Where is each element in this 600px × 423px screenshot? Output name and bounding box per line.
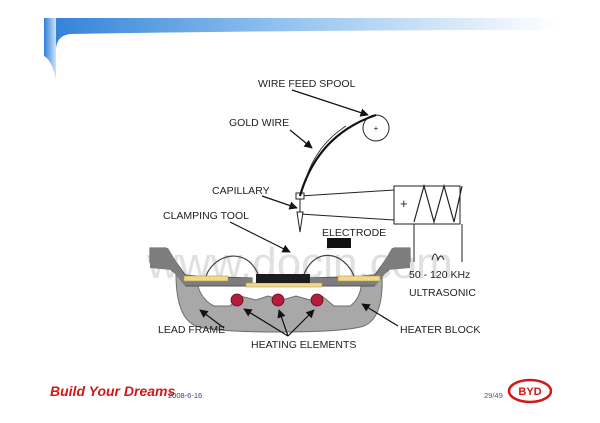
label-electrode: ELECTRODE — [322, 227, 386, 239]
footer-slogan: Build Your Dreams — [50, 383, 176, 399]
label-frequency: 50 - 120 KHz — [409, 269, 470, 281]
signal-leads — [413, 224, 463, 262]
label-capillary: CAPILLARY — [212, 185, 270, 197]
lead-frame-left — [183, 275, 229, 282]
gold-wire-guide — [305, 125, 347, 179]
lead-frame-center — [245, 282, 323, 288]
heating-element-3 — [310, 293, 324, 307]
electrode-bar — [327, 238, 351, 248]
label-clamping-tool: CLAMPING TOOL — [163, 210, 249, 222]
clamping-tool-body — [150, 248, 252, 285]
transducer-horn — [295, 185, 461, 225]
capillary-tip — [296, 211, 304, 233]
horn-plus-sign: + — [400, 196, 408, 211]
gold-wire — [298, 113, 377, 197]
footer-page-number: 29/49 — [484, 391, 503, 400]
ultrasonic-waveform — [413, 183, 463, 225]
heating-element-1 — [230, 293, 244, 307]
label-ultrasonic: ULTRASONIC — [409, 287, 476, 299]
footer-date: 2008-6-16 — [168, 391, 203, 400]
label-wire-feed-spool: WIRE FEED SPOOL — [258, 78, 356, 90]
clamping-tool-right — [308, 248, 410, 285]
label-heater-block: HEATER BLOCK — [400, 324, 480, 336]
label-lead-frame: LEAD FRAME — [158, 324, 225, 336]
label-gold-wire: GOLD WIRE — [229, 117, 289, 129]
bond-wires — [205, 254, 355, 277]
annotation-arrows — [199, 89, 399, 337]
header-band — [44, 18, 556, 80]
die-chip — [256, 274, 310, 283]
byd-logo-icon: BYD — [507, 378, 553, 404]
heating-element-2 — [271, 293, 285, 307]
logo-text: BYD — [518, 386, 541, 398]
lead-frame-right — [337, 275, 381, 282]
spool-plus-icon: + — [374, 124, 379, 133]
label-heating-elements: HEATING ELEMENTS — [251, 339, 356, 351]
